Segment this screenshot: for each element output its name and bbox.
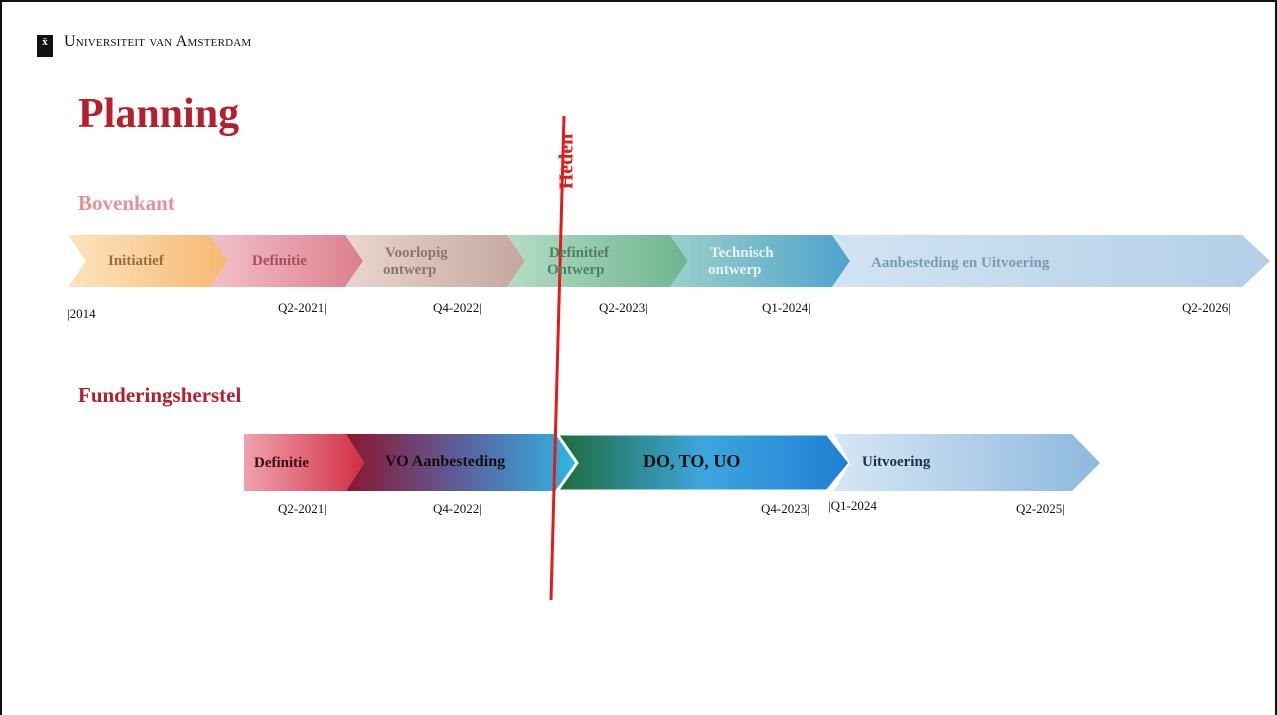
- fh-vo-aanbesteding-shape: [346, 434, 577, 491]
- heden-label: Heden: [555, 133, 578, 190]
- milestone-label: Q2-2023|: [599, 300, 648, 315]
- fh-label-uitvoering: Uitvoering: [862, 454, 931, 470]
- heden-line: [549, 115, 566, 601]
- milestone-label: Q2-2021|: [278, 300, 327, 315]
- page-title: Planning: [78, 91, 240, 137]
- phase-technisch-shape: [670, 235, 850, 287]
- phase-label-technisch-1: Technisch: [710, 245, 774, 261]
- phase-label-definitief-2: Ontwerp: [547, 262, 605, 278]
- fh-label-do-to-uo: DO, TO, UO: [643, 451, 741, 471]
- milestone-label: Q4-2023|: [761, 501, 810, 516]
- fh-label-vo-aanbesteding: VO Aanbesteding: [385, 453, 506, 470]
- phase-label-definitief-1: Definitief: [549, 245, 609, 261]
- phase-label-voorlopig-1: Voorlopig: [385, 245, 448, 261]
- phase-label-initiatief: Initiatief: [108, 253, 164, 269]
- fh-definitie-shape: [244, 434, 364, 491]
- phase-aanbesteding-shape: [832, 235, 1270, 287]
- phase-label-definitie: Definitie: [252, 253, 307, 269]
- phase-label-aanbesteding: Aanbesteding en Uitvoering: [871, 255, 1050, 271]
- phase-label-technisch-2: ontwerp: [708, 262, 762, 278]
- phase-voorlopig-shape: [345, 235, 525, 287]
- phase-definitie-shape: [210, 235, 363, 287]
- milestone-label: Q2-2025|: [1016, 501, 1065, 516]
- fh-label-definitie: Definitie: [254, 455, 309, 471]
- milestone-label: |2014: [67, 306, 96, 321]
- university-name: Universiteit van Amsterdam: [64, 33, 252, 50]
- phase-label-voorlopig-2: ontwerp: [383, 262, 437, 278]
- section-heading-funderingsherstel: Funderingsherstel: [78, 383, 242, 407]
- fh-do-to-uo-shape: [554, 432, 852, 493]
- fh-uitvoering-shape: [834, 434, 1100, 491]
- milestone-label: Q2-2026|: [1182, 300, 1231, 315]
- milestone-label: Q4-2022|: [433, 501, 482, 516]
- milestone-label: Q1-2024|: [762, 300, 811, 315]
- milestone-label: Q2-2021|: [278, 501, 327, 516]
- section-heading-bovenkant: Bovenkant: [78, 191, 175, 215]
- uva-logo-icon: ẍ: [37, 35, 53, 57]
- milestone-label: |Q1-2024: [828, 498, 877, 513]
- phase-initiatief-shape: [68, 235, 228, 287]
- milestone-label: Q4-2022|: [433, 300, 482, 315]
- phase-definitief-shape: [507, 235, 688, 287]
